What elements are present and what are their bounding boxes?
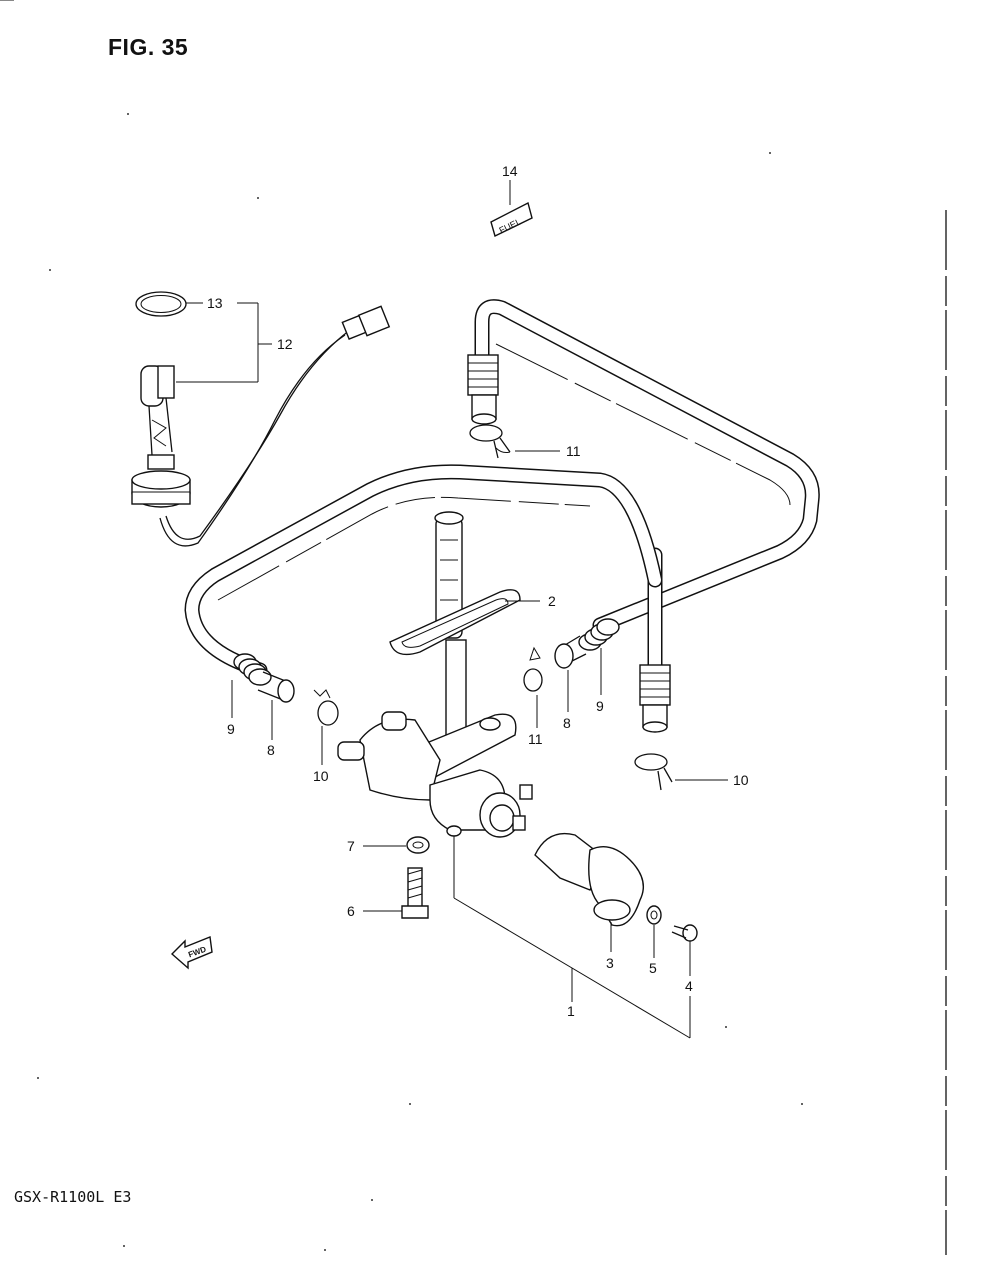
callout-7: 7 <box>347 838 355 854</box>
hose-clamp-upper <box>469 424 511 459</box>
callout-8-left: 8 <box>267 742 275 758</box>
model-code-label: GSX-R1100L E3 <box>14 1188 132 1206</box>
lever-washer <box>646 905 662 925</box>
callout-12: 12 <box>277 336 293 352</box>
hose-clamp-left <box>313 689 339 726</box>
hose-sleeve-left <box>233 653 295 703</box>
fuel-hose-rear <box>474 299 820 718</box>
callout-1: 1 <box>567 1003 575 1019</box>
callout-9-left: 9 <box>227 721 235 737</box>
callout-14: 14 <box>502 163 518 179</box>
o-ring <box>135 291 187 317</box>
callout-10-right: 10 <box>733 772 749 788</box>
hose-clamp-lower <box>634 753 673 791</box>
callout-6: 6 <box>347 903 355 919</box>
figure-title: FIG. 35 <box>108 34 189 60</box>
hose-clamp-mid-right <box>523 646 543 692</box>
lever-screw <box>671 924 698 942</box>
mounting-washer <box>406 836 430 854</box>
forward-direction-marker: FWD <box>170 936 213 970</box>
leader-lines <box>0 0 728 1039</box>
callout-4: 4 <box>685 978 693 994</box>
sensor-wiring <box>159 305 391 547</box>
fuel-label-plate: FUEL <box>490 201 533 237</box>
callout-11-upper: 11 <box>566 443 581 459</box>
callout-8-right: 8 <box>563 715 571 731</box>
scan-specks <box>37 113 803 1251</box>
callout-10-left: 10 <box>313 768 329 784</box>
callout-3: 3 <box>606 955 614 971</box>
callout-5: 5 <box>649 960 657 976</box>
callout-9-right: 9 <box>596 698 604 714</box>
fuel-cock-lever <box>534 832 644 927</box>
hose-sleeve-upper <box>467 354 499 425</box>
callout-numbers: 14 13 12 11 2 11 8 9 9 8 10 10 7 6 3 5 4… <box>207 163 749 1019</box>
fuel-hose-front <box>184 464 663 678</box>
callout-2: 2 <box>548 593 556 609</box>
fuel-level-sensor <box>131 365 191 508</box>
hose-sleeve-right <box>554 618 620 669</box>
hose-sleeve-lower <box>639 664 671 733</box>
mounting-bolt <box>401 867 429 919</box>
fuel-cock-assembly <box>337 511 533 838</box>
callout-13: 13 <box>207 295 223 311</box>
callout-11-mid: 11 <box>528 731 543 747</box>
